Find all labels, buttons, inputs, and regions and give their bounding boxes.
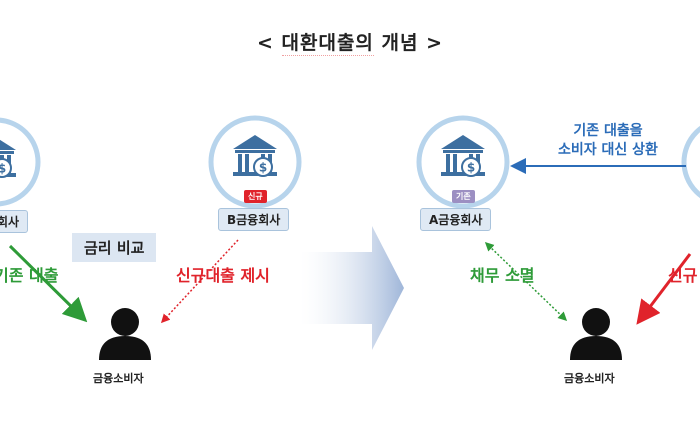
existing-loan-label: 기존 대출 <box>0 266 59 285</box>
title-rest: 개념 <box>373 32 419 54</box>
new-offer-arrow <box>160 239 239 324</box>
right-consumer-label: 금융소비자 <box>564 372 615 385</box>
new-loan-arrow <box>636 253 692 325</box>
new-partial-label: 신규 <box>668 266 698 285</box>
repay-note-line2: 소비자 대신 상환 <box>558 142 658 158</box>
rate-compare-box: 금리 비교 <box>72 233 157 262</box>
existing-loan-arrow <box>8 244 88 323</box>
debt-extinguished-label: 채무 소멸 <box>470 266 535 285</box>
diagram-title: < 대환대출의 개념 > <box>0 28 700 56</box>
b-company-label: B금융회사 <box>218 208 290 231</box>
left-consumer-label: 금융소비자 <box>93 372 144 385</box>
title-close: > <box>418 32 444 54</box>
repay-note: 기존 대출을 소비자 대신 상환 <box>540 122 676 160</box>
b-company-node <box>208 115 302 209</box>
debt-extinguished-arrow <box>484 241 568 322</box>
left-existing-company-node <box>0 117 41 207</box>
person-icon <box>570 308 622 360</box>
existing-tag: 기존 <box>452 190 475 203</box>
new-tag: 신규 <box>244 190 267 203</box>
a-company-label: A금융회사 <box>420 208 492 231</box>
left-existing-company-label: 회사 <box>0 210 29 233</box>
person-icon <box>99 308 151 360</box>
repay-note-line1: 기존 대출을 <box>573 123 643 139</box>
a-company-node <box>416 115 510 209</box>
title-main: 대환대출의 <box>281 32 374 56</box>
transition-arrow-icon <box>300 226 404 350</box>
right-new-company-node <box>681 125 700 199</box>
title-open: < <box>256 32 282 54</box>
new-offer-label: 신규대출 제시 <box>176 266 270 285</box>
